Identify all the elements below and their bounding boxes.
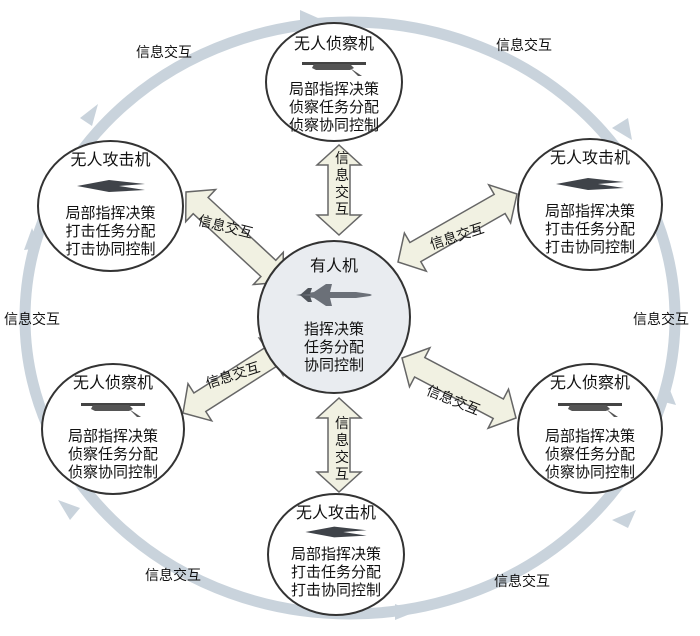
node-title: 有人机 (259, 256, 409, 276)
node-title: 无人侦察机 (519, 373, 661, 393)
attack-drone-icon (75, 176, 147, 196)
ring-label: 信息交互 (496, 38, 552, 54)
node-title: 无人攻击机 (39, 150, 182, 170)
node-line: 局部指挥决策 (43, 427, 183, 445)
ring-label: 信息交互 (145, 568, 201, 584)
node-line: 协同控制 (259, 356, 409, 374)
node-line: 打击协同控制 (519, 238, 661, 256)
node-lines: 指挥决策 任务分配 协同控制 (259, 320, 409, 374)
recon-drone-icon (300, 56, 368, 78)
bottom-attack-drone-node: 无人攻击机 局部指挥决策 打击任务分配 打击协同控制 (267, 493, 405, 616)
node-title: 无人侦察机 (43, 373, 183, 393)
top-recon-drone-node: 无人侦察机 局部指挥决策 侦察任务分配 侦察协同控制 (265, 22, 403, 142)
spoke-label-top: 信息交互 (334, 151, 350, 219)
spoke-label-bottom: 信息交互 (334, 416, 350, 484)
node-line: 局部指挥决策 (519, 202, 661, 220)
recon-drone-icon (556, 397, 624, 419)
attack-drone-icon (554, 174, 626, 194)
node-line: 局部指挥决策 (267, 80, 401, 98)
node-line: 指挥决策 (259, 320, 409, 338)
fighter-jet-icon (294, 282, 374, 308)
node-line: 侦察协同控制 (43, 463, 183, 481)
spoke-arrow-lower-right (402, 348, 516, 428)
node-line: 局部指挥决策 (269, 545, 403, 563)
node-lines: 局部指挥决策 打击任务分配 打击协同控制 (269, 545, 403, 599)
attack-drone-icon (302, 523, 370, 541)
node-title: 无人侦察机 (267, 34, 401, 54)
node-line: 侦察任务分配 (267, 98, 401, 116)
ring-label: 信息交互 (4, 312, 60, 328)
upper-left-attack-drone-node: 无人攻击机 局部指挥决策 打击任务分配 打击协同控制 (37, 140, 184, 272)
node-line: 打击任务分配 (39, 222, 182, 240)
node-lines: 局部指挥决策 打击任务分配 打击协同控制 (519, 202, 661, 256)
node-line: 侦察任务分配 (43, 445, 183, 463)
node-lines: 局部指挥决策 打击任务分配 打击协同控制 (39, 204, 182, 258)
recon-drone-icon (79, 397, 147, 419)
ring-label: 信息交互 (633, 312, 689, 328)
manned-aircraft-node: 有人机 指挥决策 任务分配 协同控制 (257, 240, 411, 394)
upper-right-attack-drone-node: 无人攻击机 局部指挥决策 打击任务分配 打击协同控制 (517, 138, 663, 271)
ring-label: 信息交互 (136, 45, 192, 61)
node-line: 打击任务分配 (269, 563, 403, 581)
node-line: 打击协同控制 (39, 240, 182, 258)
node-line: 打击协同控制 (269, 581, 403, 599)
node-line: 侦察协同控制 (519, 463, 661, 481)
lower-right-recon-drone-node: 无人侦察机 局部指挥决策 侦察任务分配 侦察协同控制 (517, 363, 663, 494)
node-line: 侦察任务分配 (519, 445, 661, 463)
node-lines: 局部指挥决策 侦察任务分配 侦察协同控制 (267, 80, 401, 134)
node-lines: 局部指挥决策 侦察任务分配 侦察协同控制 (43, 427, 183, 481)
node-title: 无人攻击机 (269, 503, 403, 523)
node-lines: 局部指挥决策 侦察任务分配 侦察协同控制 (519, 427, 661, 481)
node-title: 无人攻击机 (519, 148, 661, 168)
node-line: 局部指挥决策 (39, 204, 182, 222)
node-line: 任务分配 (259, 338, 409, 356)
lower-left-recon-drone-node: 无人侦察机 局部指挥决策 侦察任务分配 侦察协同控制 (41, 363, 185, 495)
node-line: 打击任务分配 (519, 220, 661, 238)
node-line: 侦察协同控制 (267, 116, 401, 134)
ring-label: 信息交互 (494, 574, 550, 590)
node-line: 局部指挥决策 (519, 427, 661, 445)
